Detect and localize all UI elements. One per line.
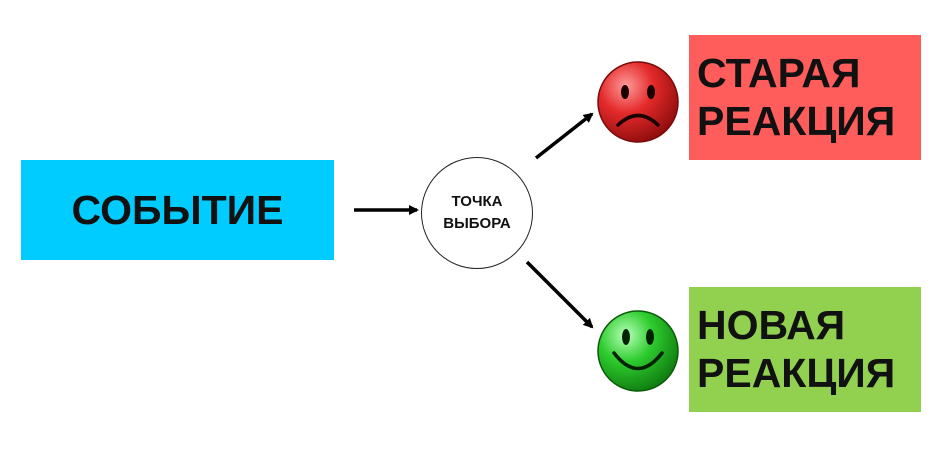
happy-face-icon xyxy=(597,310,679,392)
new-reaction-line1: НОВАЯ xyxy=(697,302,846,348)
old-reaction-box: СТАРАЯ РЕАКЦИЯ xyxy=(689,35,921,160)
new-reaction-box: НОВАЯ РЕАКЦИЯ xyxy=(689,287,921,412)
choice-label-line2: ВЫБОРА xyxy=(443,215,511,232)
old-reaction-line1: СТАРАЯ xyxy=(697,50,861,96)
arrow-choice-to-new xyxy=(525,260,594,329)
choice-label-line1: ТОЧКА xyxy=(451,193,503,210)
arrow-choice-to-old xyxy=(534,112,594,160)
old-reaction-line2: РЕАКЦИЯ xyxy=(697,98,896,144)
event-label: СОБЫТИЕ xyxy=(71,186,284,233)
sad-face-icon xyxy=(597,61,679,143)
event-box: СОБЫТИЕ xyxy=(21,160,334,260)
choice-point-circle: ТОЧКА ВЫБОРА xyxy=(421,157,533,269)
new-reaction-line2: РЕАКЦИЯ xyxy=(697,350,896,396)
